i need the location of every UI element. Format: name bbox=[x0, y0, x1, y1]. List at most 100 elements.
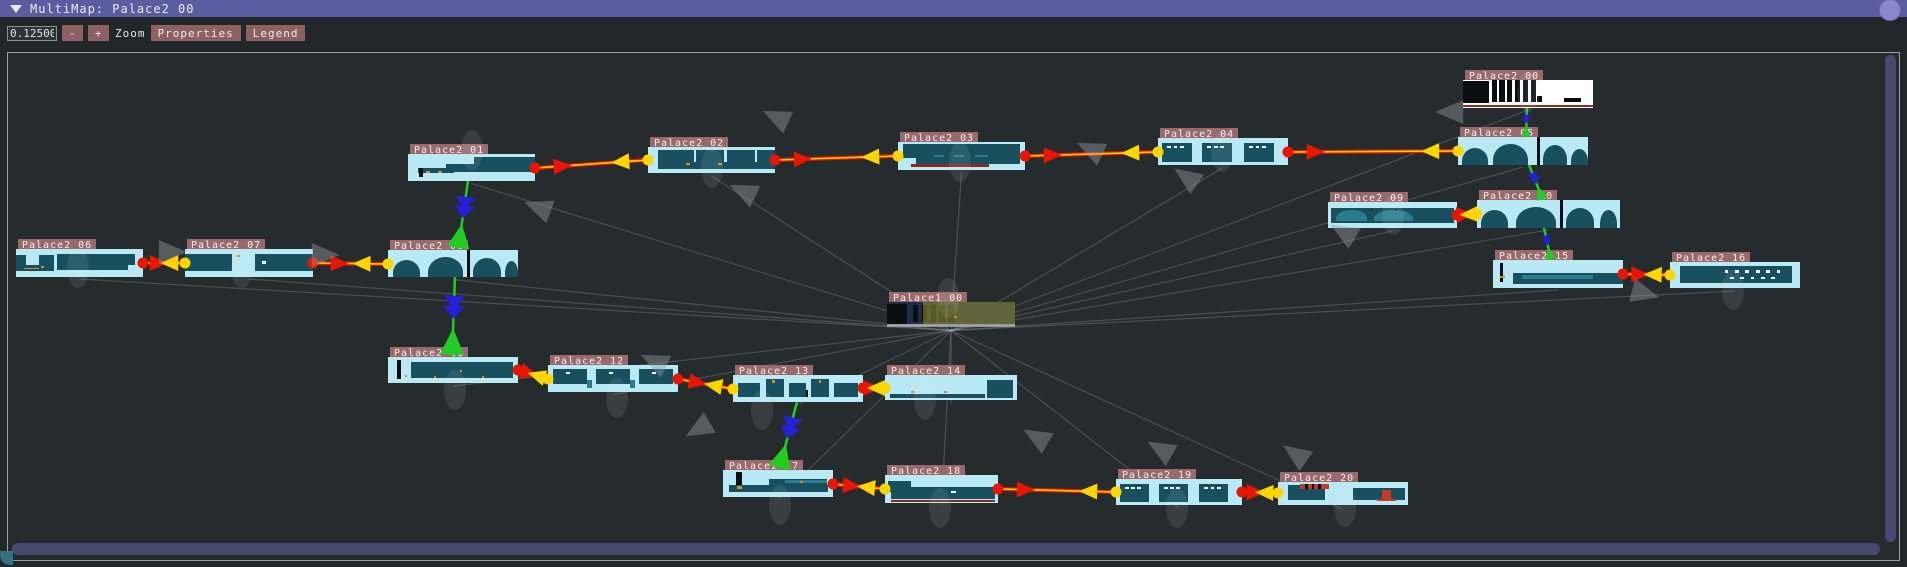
zoom-out-button[interactable]: - bbox=[62, 25, 83, 41]
zoom-in-button[interactable]: + bbox=[88, 25, 109, 41]
map-node-p2-07[interactable]: Palace2 07 bbox=[185, 233, 313, 277]
map-node-p2-02[interactable]: Palace2 02 bbox=[648, 131, 775, 173]
map-node-p2-08[interactable]: Palace2 08 bbox=[388, 234, 518, 277]
map-node-p2-10[interactable]: Palace2 10 bbox=[1477, 184, 1620, 228]
map-node-p2-03[interactable]: Palace2 03 bbox=[898, 126, 1025, 170]
map-thumbnail[interactable] bbox=[16, 249, 143, 277]
map-node-label: Palace2 03 bbox=[900, 132, 979, 145]
map-structure-block bbox=[404, 375, 408, 378]
map-structure-block bbox=[1771, 276, 1776, 279]
map-thumbnail[interactable] bbox=[1116, 479, 1242, 505]
map-structure-block bbox=[1755, 270, 1760, 273]
map-structure-block bbox=[811, 378, 830, 397]
map-node-label: Palace2 20 bbox=[1280, 472, 1359, 485]
map-node-p2-06[interactable]: Palace2 06 bbox=[16, 233, 143, 277]
map-thumbnail[interactable] bbox=[648, 147, 775, 173]
map-thumbnail[interactable] bbox=[1328, 202, 1457, 228]
collapse-triangle-icon[interactable] bbox=[10, 4, 22, 13]
map-structure-block bbox=[717, 162, 722, 165]
map-node-p2-01[interactable]: Palace2 01 bbox=[408, 138, 535, 181]
map-node-p1-00[interactable]: Palace1 00 bbox=[887, 286, 1015, 327]
window-knob-button[interactable] bbox=[1879, 0, 1901, 21]
map-thumbnail[interactable] bbox=[887, 302, 1015, 327]
map-node-p2-19[interactable]: Palace2 19 bbox=[1116, 463, 1242, 505]
properties-button[interactable]: Properties bbox=[150, 25, 241, 41]
map-thumbnail[interactable] bbox=[1278, 482, 1408, 505]
map-node-p2-12[interactable]: Palace2 12 bbox=[548, 349, 678, 392]
map-structure-block bbox=[472, 258, 502, 277]
map-structure-block bbox=[975, 155, 989, 158]
map-node-p2-18[interactable]: Palace2 18 bbox=[885, 459, 998, 503]
map-thumbnail[interactable] bbox=[388, 250, 518, 277]
map-structure-block bbox=[1311, 484, 1315, 490]
map-node-p2-11[interactable]: Palace2 11 bbox=[388, 341, 518, 383]
zoom-value-input[interactable] bbox=[7, 25, 57, 41]
map-structure-block bbox=[1776, 270, 1781, 273]
map-structure-block bbox=[1761, 276, 1765, 279]
map-structure-block bbox=[784, 479, 828, 484]
map-node-p2-04[interactable]: Palace2 04 bbox=[1158, 122, 1288, 165]
map-node-label: Palace2 13 bbox=[735, 365, 814, 378]
map-structure-block bbox=[418, 168, 454, 173]
map-node-p2-05[interactable]: Palace2 05 bbox=[1458, 121, 1588, 165]
map-node-label: Palace2 05 bbox=[1460, 127, 1539, 140]
map-node-p2-20[interactable]: Palace2 20 bbox=[1278, 466, 1408, 505]
map-structure-block bbox=[1735, 270, 1739, 273]
map-thumbnail[interactable] bbox=[885, 375, 1017, 400]
map-node-p2-16[interactable]: Palace2 16 bbox=[1670, 246, 1800, 288]
map-structure-block bbox=[1750, 276, 1755, 279]
map-structure-block bbox=[1493, 144, 1529, 165]
map-node-p2-17[interactable]: Palace2 17 bbox=[723, 454, 833, 497]
map-node-p2-09[interactable]: Palace2 09 bbox=[1328, 186, 1457, 228]
map-structure-block bbox=[903, 144, 1020, 164]
map-node-p2-14[interactable]: Palace2 14 bbox=[885, 359, 1017, 400]
map-structure-block bbox=[1395, 208, 1397, 212]
map-structure-block bbox=[127, 264, 136, 270]
title-bar[interactable]: MultiMap: Palace2 00 bbox=[0, 0, 1907, 21]
map-node-p2-13[interactable]: Palace2 13 bbox=[733, 359, 863, 402]
map-thumbnail[interactable] bbox=[185, 249, 313, 277]
map-structure-block bbox=[1124, 486, 1129, 489]
resize-grip[interactable] bbox=[0, 551, 13, 565]
map-structure-block bbox=[1170, 486, 1174, 489]
toolbar: - + Zoom Properties Legend bbox=[0, 17, 1907, 49]
map-thumbnail[interactable] bbox=[1463, 80, 1593, 108]
map-structure-block bbox=[944, 391, 948, 394]
map-node-p2-00[interactable]: Palace2 00 bbox=[1463, 64, 1593, 108]
map-structure-block bbox=[1724, 270, 1729, 273]
map-structure-block bbox=[1461, 147, 1488, 165]
map-structure-block bbox=[890, 487, 995, 500]
map-structure-block bbox=[1249, 146, 1253, 149]
map-structure-block bbox=[1137, 486, 1142, 489]
map-thumbnail[interactable] bbox=[1477, 200, 1620, 228]
vertical-scrollbar[interactable] bbox=[1885, 55, 1896, 542]
legend-button[interactable]: Legend bbox=[245, 25, 306, 41]
map-thumbnail[interactable] bbox=[898, 142, 1025, 170]
map-thumbnail[interactable] bbox=[885, 475, 998, 503]
map-structure-block bbox=[1740, 276, 1745, 279]
map-thumbnail[interactable] bbox=[388, 357, 518, 383]
map-thumbnail[interactable] bbox=[1670, 262, 1800, 288]
map-structure-block bbox=[953, 155, 965, 158]
map-thumbnail[interactable] bbox=[1458, 137, 1588, 165]
map-structure-block bbox=[1491, 80, 1497, 103]
map-structure-block bbox=[1255, 146, 1260, 149]
map-structure-block bbox=[1499, 80, 1505, 103]
map-structure-block bbox=[446, 163, 487, 173]
map-thumbnail[interactable] bbox=[723, 470, 833, 497]
map-thumbnail[interactable] bbox=[548, 365, 678, 392]
map-structure-block bbox=[1300, 484, 1329, 490]
map-structure-block bbox=[772, 380, 775, 383]
map-node-p2-15[interactable]: Palace2 15 bbox=[1493, 244, 1623, 288]
map-structure-block bbox=[1335, 210, 1367, 222]
map-structure-block bbox=[1176, 486, 1181, 489]
map-thumbnail[interactable] bbox=[733, 375, 863, 402]
map-thumbnail[interactable] bbox=[408, 154, 535, 181]
map-structure-block bbox=[933, 155, 944, 158]
map-thumbnail[interactable] bbox=[1158, 138, 1288, 165]
horizontal-scrollbar[interactable] bbox=[12, 543, 1880, 555]
map-thumbnail[interactable] bbox=[1493, 260, 1623, 288]
map-structure-block bbox=[1565, 208, 1595, 228]
map-structure-block bbox=[459, 370, 463, 373]
map-structure-block bbox=[1481, 210, 1509, 228]
